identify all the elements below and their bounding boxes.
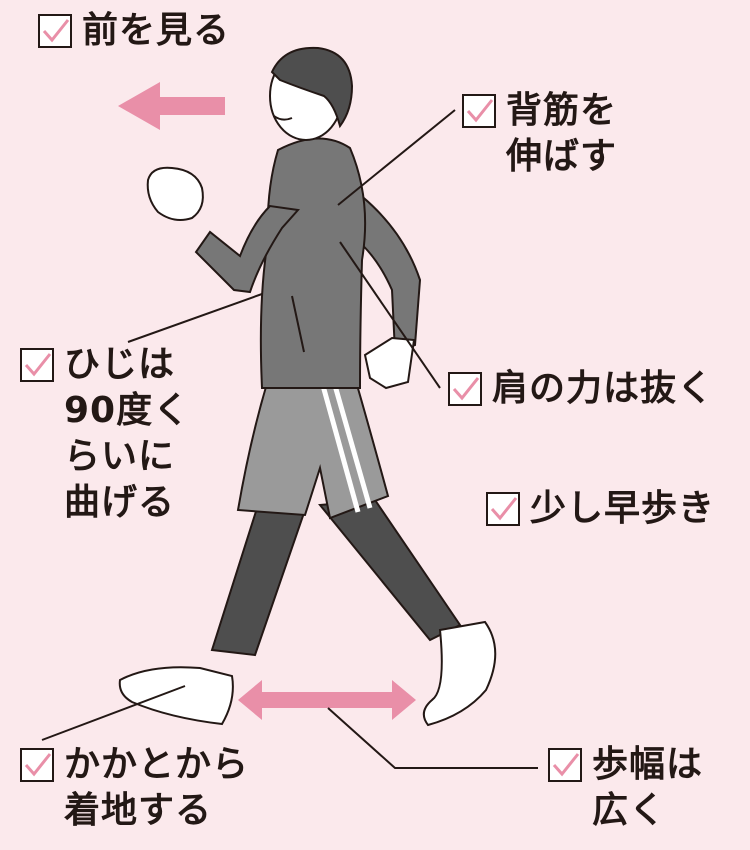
front-leg <box>318 498 462 642</box>
back-leg <box>210 503 307 657</box>
tip-text: 肩の力は抜く <box>492 368 715 409</box>
pink-checkbox-icon <box>20 348 54 382</box>
tip-text: かかとから 着地する <box>64 744 250 831</box>
pink-checkbox-icon <box>548 748 582 782</box>
front-shoe <box>422 620 497 727</box>
tip-stride: 歩幅は 広く <box>548 742 703 834</box>
leader-lines <box>41 109 538 769</box>
tip-fast-walk: 少し早歩き <box>486 486 715 532</box>
jacket <box>259 137 367 389</box>
tip-elbow: ひじは 90度く らいに 曲げる <box>20 342 190 526</box>
tip-text: ひじは 90度く らいに 曲げる <box>64 344 191 523</box>
tip-text: 前を見る <box>82 10 231 51</box>
pink-checkbox-icon <box>38 14 72 48</box>
front-fist <box>146 166 204 221</box>
direction-arrow <box>118 82 225 130</box>
tip-heel: かかとから 着地する <box>20 742 249 834</box>
back-shoe <box>118 666 234 726</box>
pink-checkbox-icon <box>486 492 520 526</box>
tip-text: 歩幅は 広く <box>592 744 704 831</box>
pink-checkbox-icon <box>462 94 496 128</box>
tip-back-stretch: 背筋を 伸ばす <box>462 88 617 180</box>
hair <box>270 46 354 129</box>
tip-look-forward: 前を見る <box>38 8 230 54</box>
stride-arrow <box>238 680 416 720</box>
tip-shoulder: 肩の力は抜く <box>448 366 714 412</box>
back-hand <box>363 336 416 390</box>
pink-checkbox-icon <box>448 372 482 406</box>
front-arm <box>194 204 300 294</box>
tip-text: 背筋を 伸ばす <box>506 90 618 177</box>
pink-checkbox-icon <box>20 748 54 782</box>
tip-text: 少し早歩き <box>530 488 716 529</box>
